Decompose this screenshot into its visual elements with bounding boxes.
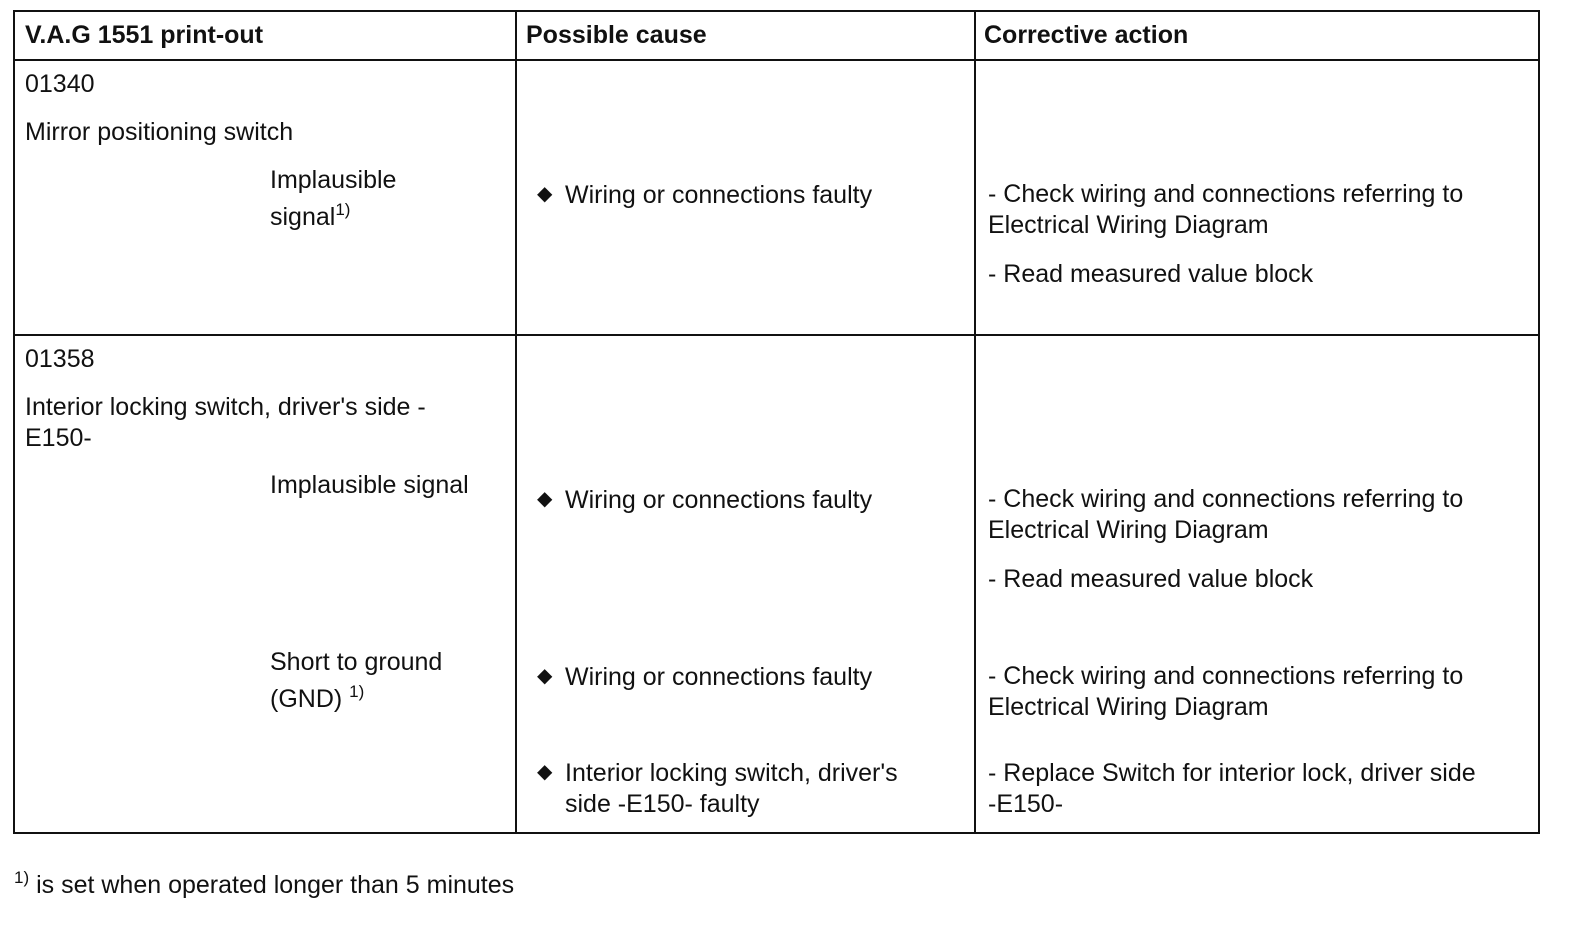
footnote-ref: 1) <box>349 682 365 701</box>
footnote-text: is set when operated longer than 5 minut… <box>36 871 515 899</box>
bullet-icon: ◆ <box>537 183 553 205</box>
component-name: Mirror positioning switch <box>25 118 294 146</box>
corrective-action-cont: Electrical Wiring Diagram <box>988 693 1269 721</box>
row-divider <box>15 334 1538 336</box>
possible-cause: Wiring or connections faulty <box>565 663 873 691</box>
possible-cause-2: Interior locking switch, driver's <box>565 759 898 787</box>
corrective-action-2: - Read measured value block <box>988 260 1314 288</box>
corrective-action: - Check wiring and connections referring… <box>988 180 1464 208</box>
fault-code: 01358 <box>25 345 95 373</box>
corrective-action-cont: Electrical Wiring Diagram <box>988 211 1269 239</box>
header-cause: Possible cause <box>526 21 707 49</box>
corrective-action: - Check wiring and connections referring… <box>988 662 1464 690</box>
fault-type: Implausible <box>270 166 397 194</box>
bullet-icon: ◆ <box>537 488 553 510</box>
corrective-action-3-cont: -E150- <box>988 790 1064 818</box>
possible-cause: Wiring or connections faulty <box>565 181 873 209</box>
header-divider <box>15 59 1538 61</box>
component-name-cont: E150- <box>25 424 92 452</box>
header-printout: V.A.G 1551 print-out <box>25 21 264 49</box>
footnote-ref: 1) <box>335 200 351 219</box>
corrective-action-cont: Electrical Wiring Diagram <box>988 516 1269 544</box>
footnote-marker: 1) <box>14 868 30 887</box>
bullet-icon: ◆ <box>537 665 553 687</box>
header-action: Corrective action <box>984 21 1189 49</box>
fault-type: Implausible signal <box>270 471 469 499</box>
corrective-action-3: - Replace Switch for interior lock, driv… <box>988 759 1476 787</box>
corrective-action: - Check wiring and connections referring… <box>988 485 1464 513</box>
possible-cause: Wiring or connections faulty <box>565 486 873 514</box>
fault-type-cont: signal1) <box>270 200 351 231</box>
bullet-icon: ◆ <box>537 761 553 783</box>
fault-type-cont: (GND) 1) <box>270 682 365 713</box>
corrective-action-2: - Read measured value block <box>988 565 1314 593</box>
component-name: Interior locking switch, driver's side - <box>25 393 426 421</box>
column-divider-1 <box>515 12 517 832</box>
fault-table: V.A.G 1551 print-out Possible cause Corr… <box>13 10 1540 834</box>
footnote: 1) is set when operated longer than 5 mi… <box>14 868 515 901</box>
fault-code: 01340 <box>25 70 95 98</box>
column-divider-2 <box>974 12 976 832</box>
possible-cause-2-cont: side -E150- faulty <box>565 790 760 818</box>
fault-type: Short to ground <box>270 648 443 676</box>
